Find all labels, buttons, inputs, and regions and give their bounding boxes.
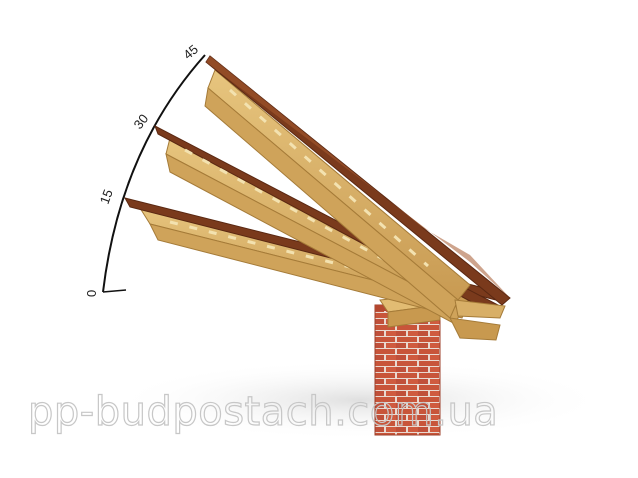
rafter-ends xyxy=(449,299,506,341)
watermark-text: pp-budpostach.com.ua xyxy=(28,389,498,435)
angle-label-30: 30 xyxy=(131,111,152,132)
angle-label-0: 0 xyxy=(84,290,99,297)
floor-shadow xyxy=(110,360,610,440)
angle-scale-arc xyxy=(102,54,206,293)
angle-scale: 0 15 30 45 xyxy=(84,42,206,297)
roof-rafter-high xyxy=(204,55,511,319)
angle-label-45: 45 xyxy=(180,42,201,63)
angle-label-15: 15 xyxy=(97,187,116,206)
